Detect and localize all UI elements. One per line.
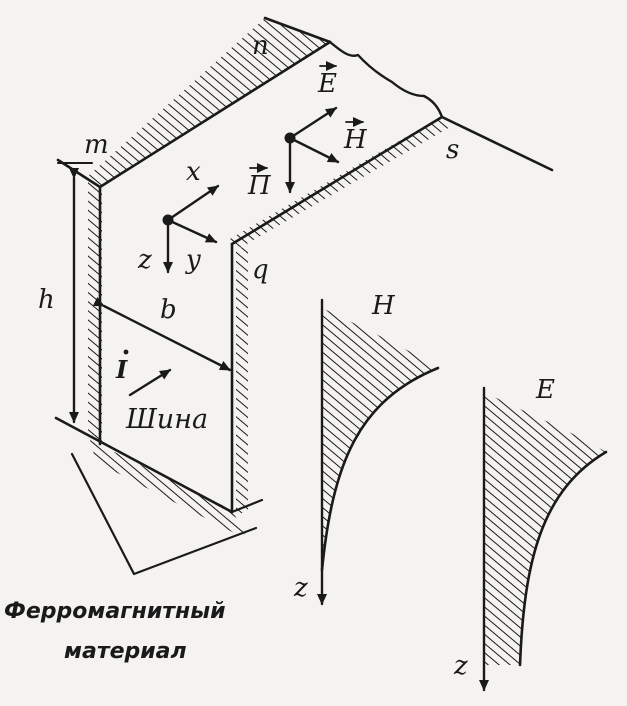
- label-h: h: [38, 285, 55, 315]
- label-axis-x: x: [186, 157, 201, 187]
- label-axis-y: y: [185, 245, 201, 275]
- e-distribution-plot: [479, 386, 608, 692]
- label-vector-i: I: [115, 349, 129, 384]
- svg-text:H: H: [343, 125, 368, 155]
- label-n: n: [252, 31, 269, 61]
- label-m: m: [84, 130, 109, 160]
- label-e-plot: E: [535, 375, 555, 405]
- dimension-h: [57, 162, 93, 424]
- label-q: q: [252, 255, 269, 285]
- label-z-axis-h: z: [293, 573, 308, 603]
- label-vector-e: E: [317, 61, 337, 99]
- label-s: s: [446, 135, 459, 165]
- field-vectors: [284, 106, 340, 194]
- svg-text:E: E: [317, 69, 337, 99]
- hatch-right-wall: [236, 244, 248, 516]
- label-axis-z: z: [137, 245, 152, 275]
- hatch-top-right: [228, 116, 452, 250]
- label-z-axis-e: z: [453, 651, 468, 681]
- label-vector-h: H: [343, 117, 368, 155]
- svg-text:I: I: [115, 355, 128, 384]
- hatch-bottom: [90, 440, 248, 540]
- field-origin-dot: [284, 132, 296, 144]
- origin-dot: [162, 214, 174, 226]
- h-distribution-plot: [317, 298, 440, 606]
- label-vector-pi: Π: [247, 163, 272, 201]
- hatch-top-left: [88, 18, 328, 186]
- label-b: b: [160, 295, 177, 325]
- label-material-line2: материал: [64, 639, 187, 664]
- svg-text:Π: Π: [247, 171, 272, 201]
- label-h-plot: H: [371, 291, 396, 321]
- current-arrow: [128, 368, 172, 397]
- dimension-b: [92, 297, 232, 372]
- label-bus: Шина: [125, 404, 208, 435]
- slot-outline: [54, 16, 554, 576]
- coordinate-axes: [162, 184, 220, 274]
- label-material-line1: Ферромагнитный: [4, 599, 226, 624]
